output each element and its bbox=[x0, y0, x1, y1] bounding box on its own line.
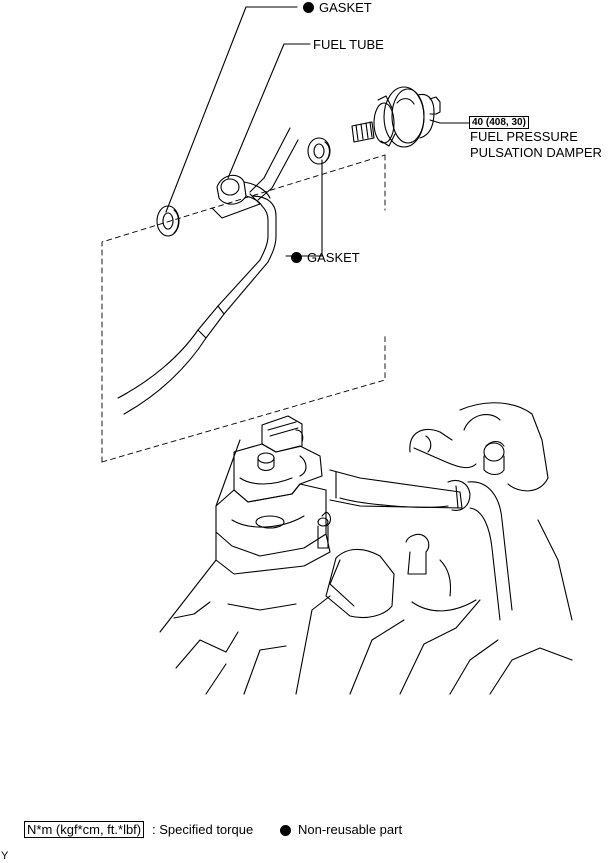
gasket-lower-label: GASKET bbox=[307, 250, 360, 265]
gasket-left-drawing bbox=[156, 205, 180, 237]
gasket-upper-right-drawing bbox=[307, 137, 331, 165]
non-reusable-marker-icon bbox=[291, 252, 302, 263]
fuel-tube-label: FUEL TUBE bbox=[313, 37, 384, 52]
non-reusable-legend-icon bbox=[280, 825, 291, 836]
installation-guide-dashed bbox=[101, 154, 386, 463]
non-reusable-legend-text: Non-reusable part bbox=[298, 822, 403, 837]
pulsation-damper-drawing bbox=[351, 86, 441, 148]
damper-label-line1: FUEL PRESSURE bbox=[470, 129, 578, 144]
engine-head-drawing bbox=[159, 402, 573, 695]
torque-legend-text: : Specified torque bbox=[152, 822, 254, 837]
non-reusable-marker-icon bbox=[303, 2, 314, 13]
gasket-top-label: GASKET bbox=[319, 0, 372, 15]
corner-code: Y bbox=[1, 850, 9, 862]
fuel-tube-drawing bbox=[117, 127, 299, 415]
damper-label-line2: PULSATION DAMPER bbox=[470, 145, 602, 160]
torque-spec-box: 40 (408, 30) bbox=[469, 116, 529, 129]
torque-unit-legend-box: N*m (kgf*cm, ft.*lbf) bbox=[24, 821, 145, 838]
